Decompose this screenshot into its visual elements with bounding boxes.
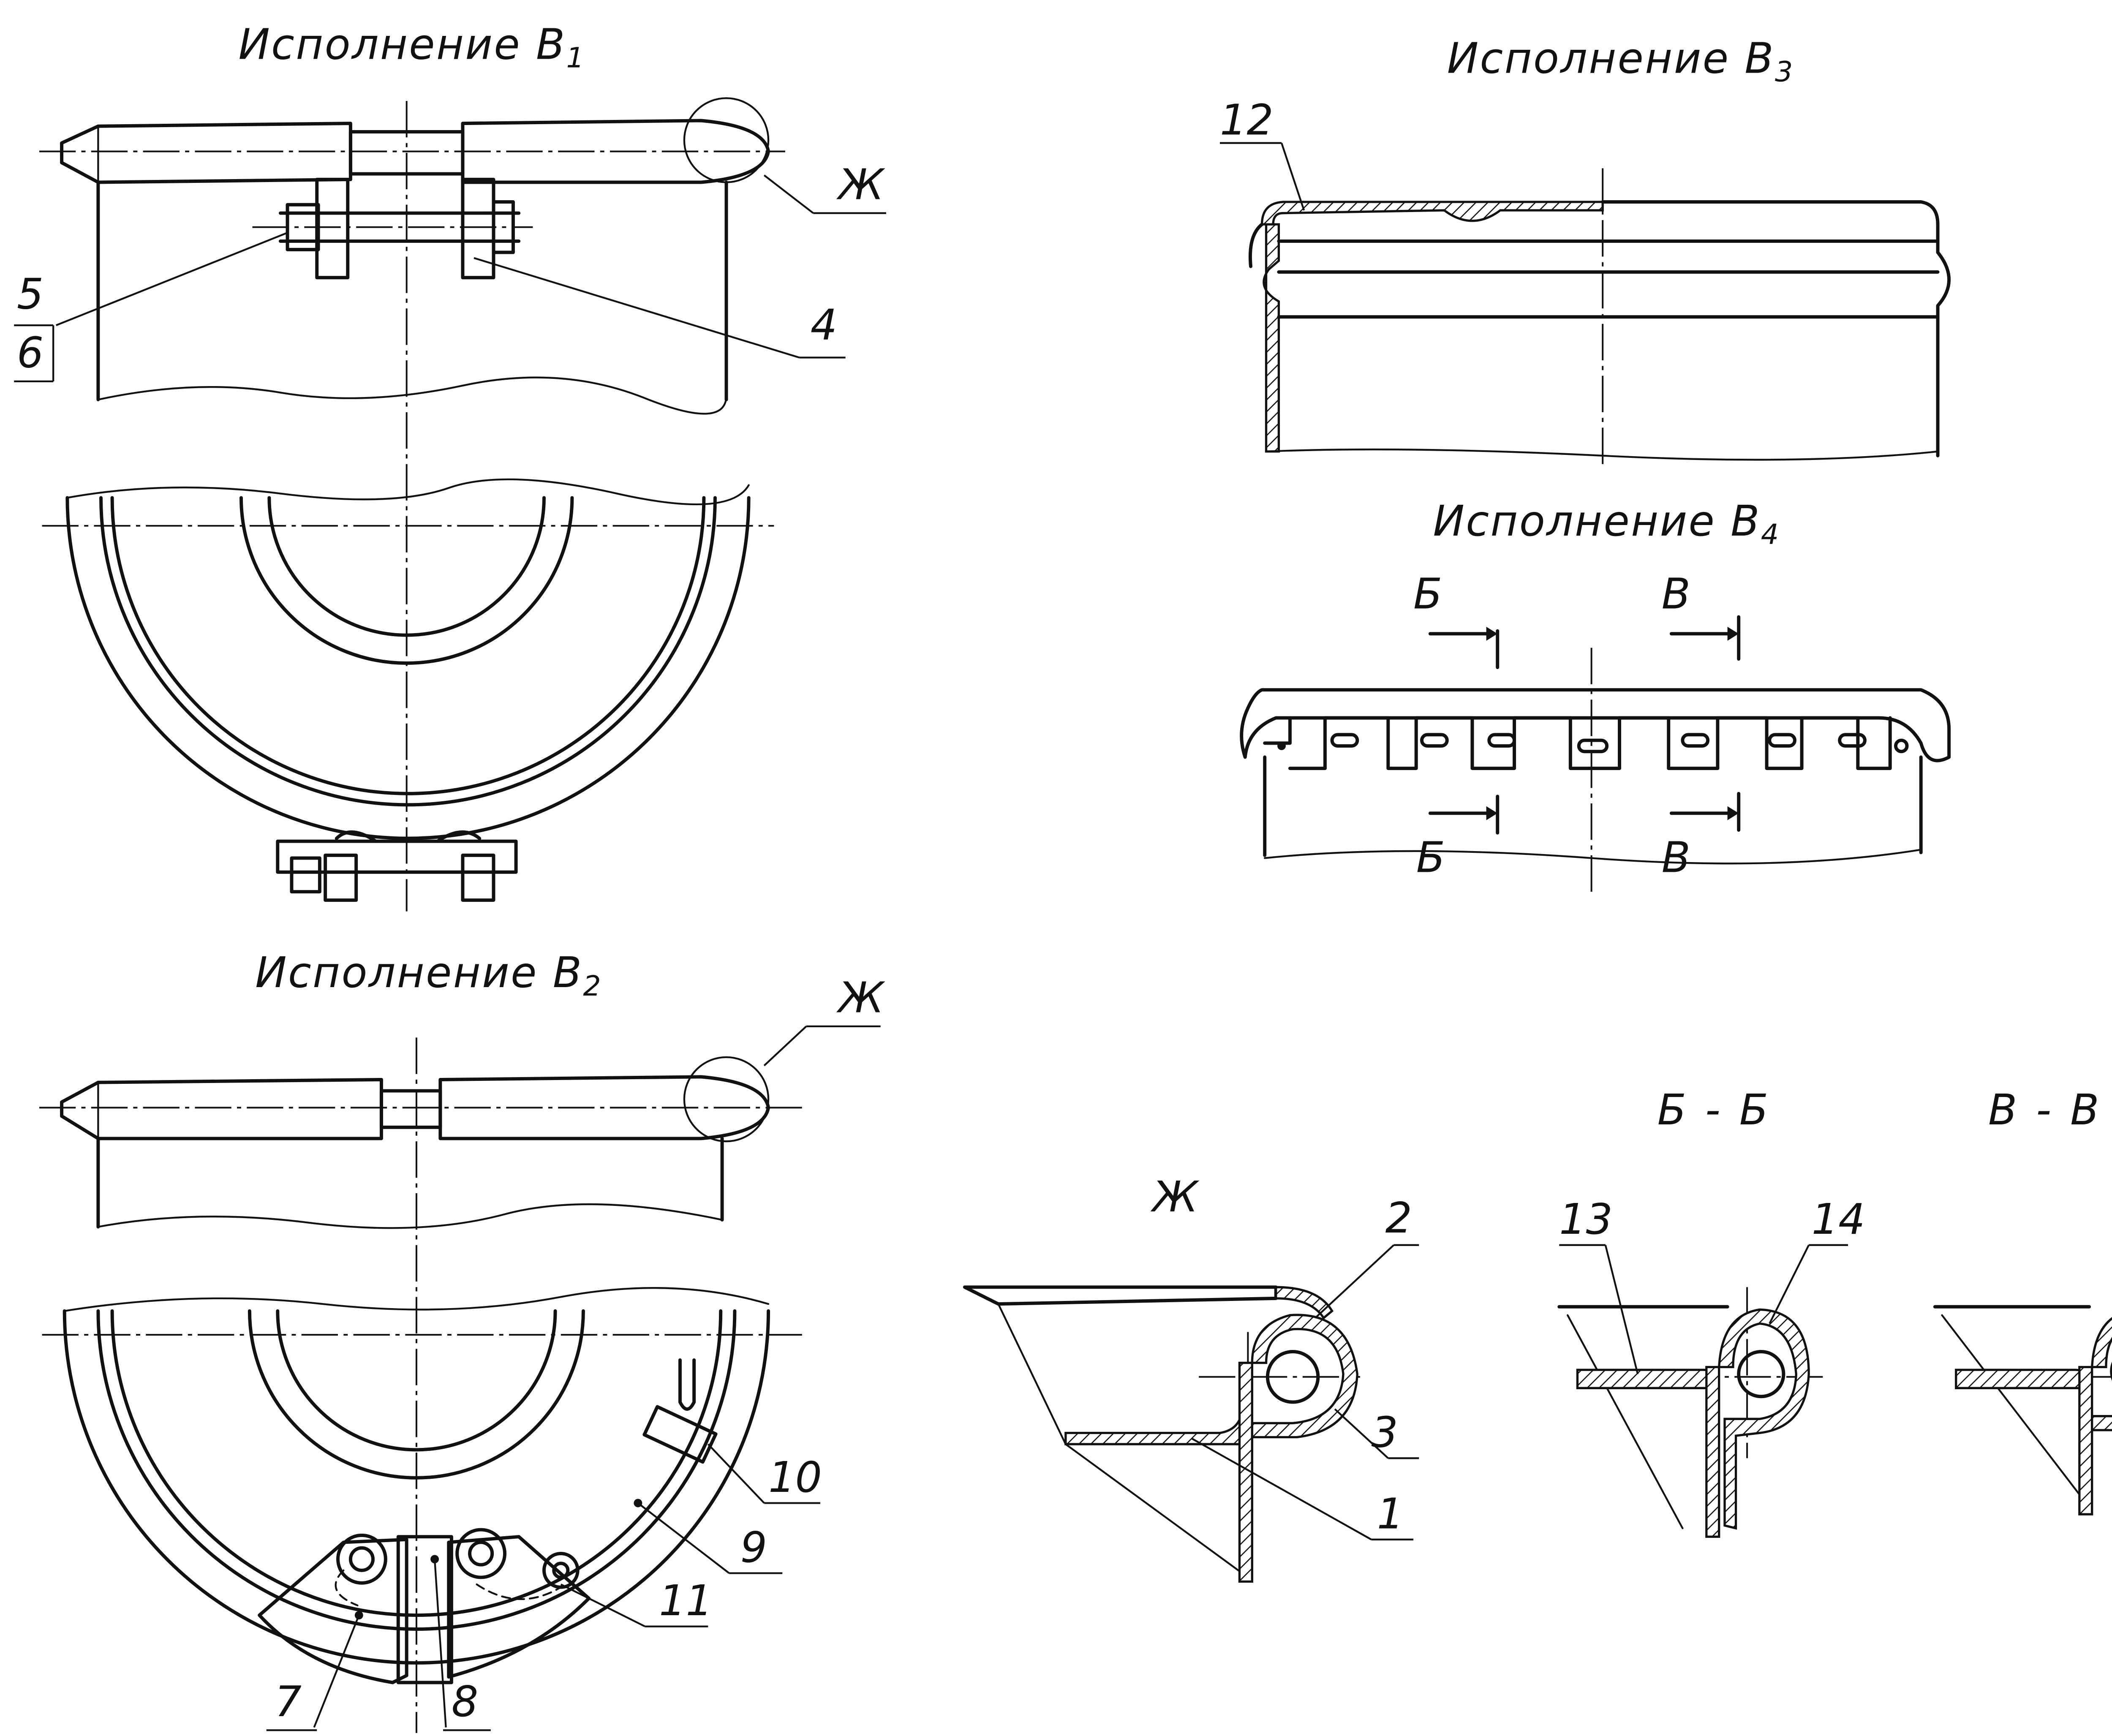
- callout-6: 6: [16, 329, 44, 379]
- title-b3: Исполнение В3: [1447, 35, 1794, 89]
- view-b4: [1240, 615, 1951, 898]
- cut-label-v-top: В: [1661, 571, 1693, 620]
- callout-3: 3: [1371, 1409, 1398, 1458]
- view-b3: [1219, 142, 1951, 470]
- detail-title-zh: Ж: [1152, 1173, 1201, 1223]
- callout-8: 8: [451, 1678, 479, 1728]
- view-b1-front: [14, 97, 886, 912]
- section-title-vv: В - В: [1988, 1086, 2102, 1136]
- title-b4: Исполнение В4: [1433, 498, 1780, 551]
- callout-10: 10: [768, 1454, 822, 1503]
- callout-12: 12: [1219, 97, 1274, 146]
- callout-11: 11: [659, 1577, 713, 1627]
- section-title-bb: Б - Б: [1657, 1086, 1771, 1136]
- callout-7: 7: [275, 1678, 302, 1728]
- view-b2-front: [39, 1025, 881, 1733]
- title-b2: Исполнение В2: [255, 949, 602, 1003]
- cut-label-b-bottom: Б: [1416, 834, 1448, 884]
- callout-9: 9: [740, 1524, 768, 1573]
- callout-14: 14: [1811, 1196, 1865, 1245]
- detail-ref-zh-1: Ж: [838, 161, 887, 210]
- cut-label-v-bottom: В: [1661, 834, 1693, 884]
- view-b1-plan: [42, 478, 774, 902]
- callout-2: 2: [1385, 1195, 1413, 1244]
- view-b2-plan: [42, 1287, 820, 1731]
- callout-13: 13: [1559, 1196, 1613, 1245]
- cut-label-b-top: Б: [1413, 571, 1445, 620]
- section-vv: [1933, 1305, 2112, 1516]
- callout-4: 4: [810, 301, 838, 351]
- callout-5: 5: [16, 270, 44, 320]
- detail-ref-zh-2: Ж: [838, 974, 887, 1024]
- section-bb: [1557, 1244, 1848, 1538]
- callout-1: 1: [1377, 1490, 1404, 1540]
- detail-zh: [963, 1244, 1419, 1583]
- title-b1: Исполнение В1: [238, 21, 586, 74]
